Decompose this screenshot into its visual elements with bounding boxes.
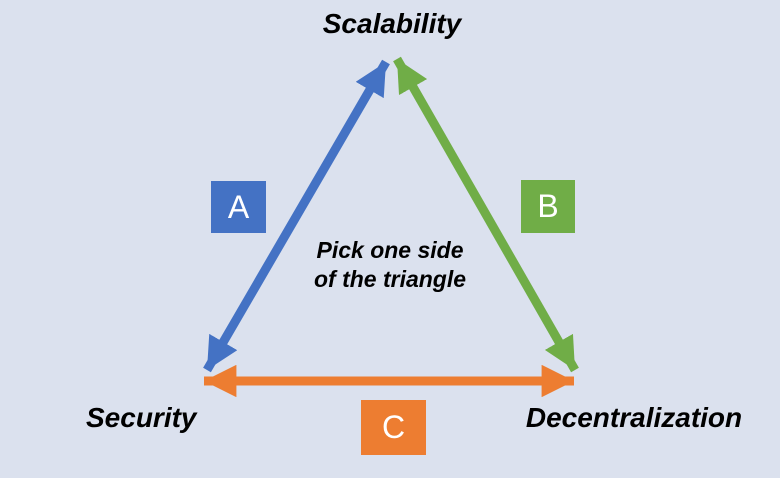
edge-a-arrow [203,59,390,373]
vertex-label-security: Security [86,402,197,433]
edge-badge-a: A [211,181,266,233]
center-note: Pick one side of the triangle [314,236,466,294]
vertex-label-scalability: Scalability [322,8,462,39]
edge-badge-c: C [361,400,426,455]
center-note-line2: of the triangle [313,266,467,292]
edge-badge-b: B [521,180,575,233]
vertex-label-decentralization: Decentralization [525,402,743,433]
center-note-line1: Pick one side [316,237,464,263]
edge-b-arrow [393,56,579,373]
